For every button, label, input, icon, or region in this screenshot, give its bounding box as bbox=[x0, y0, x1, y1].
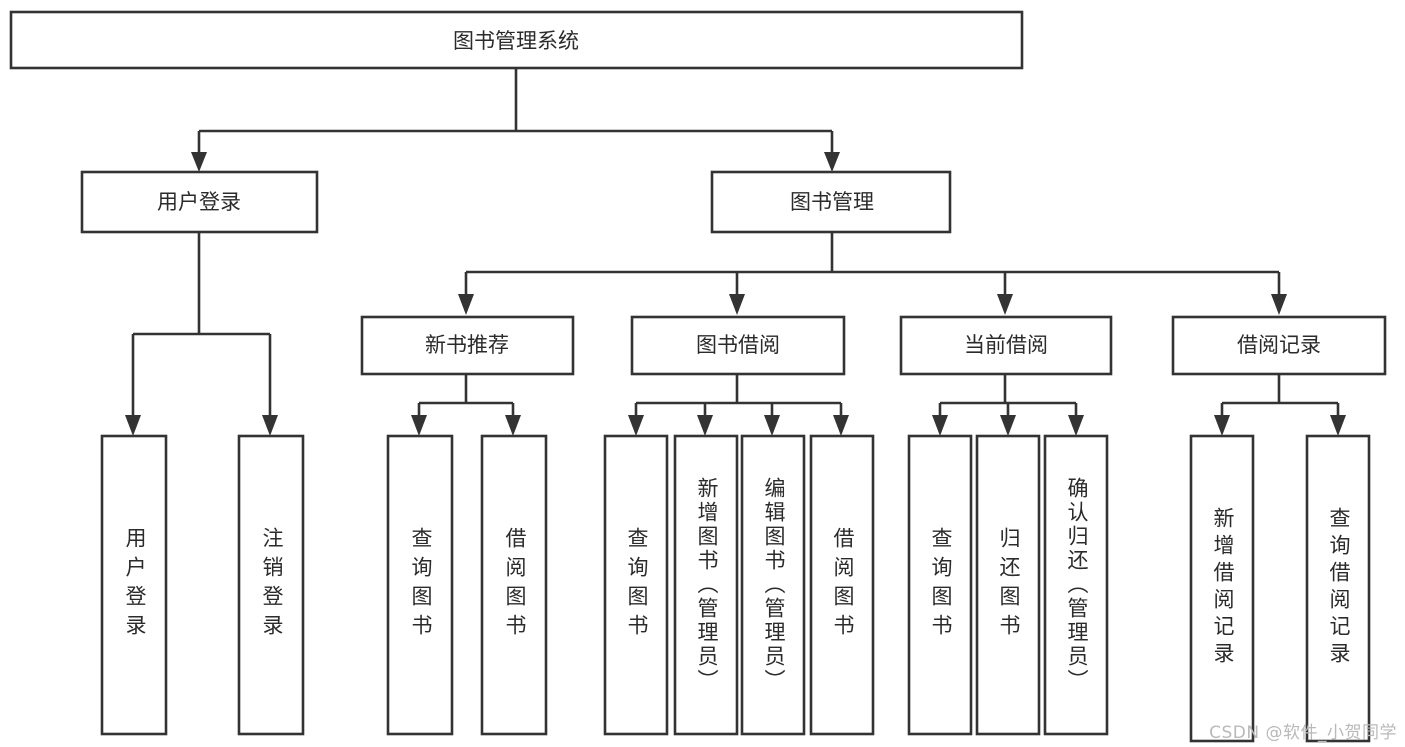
csdn-watermark: CSDN @软件_小贺同学 bbox=[1209, 723, 1397, 743]
leaf-user-login-1[interactable]: 用户登录 bbox=[100, 434, 168, 736]
arrow-user-login-leaf-1 bbox=[125, 415, 141, 436]
leaf-label: 查询图书 bbox=[929, 527, 953, 643]
arrow-book-mgmt-to-borrow-record bbox=[1271, 294, 1287, 315]
book-borrow-label: 图书借阅 bbox=[696, 333, 780, 357]
arrow-new-book-leaf-1 bbox=[411, 415, 427, 436]
leaf-box[interactable] bbox=[975, 434, 1041, 736]
leaf-box[interactable] bbox=[1043, 434, 1109, 736]
arrow-book-borrow-leaf-4 bbox=[833, 415, 849, 436]
node-user-login[interactable]: 用户登录 bbox=[80, 170, 319, 234]
leaf-box[interactable] bbox=[740, 434, 806, 736]
node-book-management[interactable]: 图书管理 bbox=[710, 170, 952, 234]
leaf-box[interactable] bbox=[386, 434, 454, 736]
borrow-record-label: 借阅记录 bbox=[1237, 333, 1321, 357]
leaf-current-confirm-return-admin[interactable]: 确认归还（管理员） bbox=[1043, 434, 1109, 736]
leaf-label: 查询借阅记录 bbox=[1327, 507, 1351, 669]
leaf-box[interactable] bbox=[603, 434, 669, 736]
leaf-book-edit-admin[interactable]: 编辑图书（管理员） bbox=[740, 434, 806, 736]
leaf-record-add[interactable]: 新增借阅记录 bbox=[1189, 434, 1255, 743]
arrow-root-to-user-login bbox=[191, 152, 207, 172]
arrow-root-to-book-mgmt bbox=[824, 152, 840, 172]
node-new-book-recommend[interactable]: 新书推荐 bbox=[360, 315, 575, 376]
book-borrow-box[interactable] bbox=[630, 315, 846, 376]
arrow-book-borrow-leaf-3 bbox=[764, 415, 780, 436]
arrow-book-borrow-leaf-1 bbox=[628, 415, 644, 436]
current-borrow-label: 当前借阅 bbox=[964, 333, 1048, 357]
leaf-box[interactable] bbox=[907, 434, 973, 736]
leaf-current-query[interactable]: 查询图书 bbox=[907, 434, 973, 736]
leaf-record-query[interactable]: 查询借阅记录 bbox=[1305, 434, 1371, 743]
leaf-box[interactable] bbox=[673, 434, 739, 736]
arrow-book-mgmt-to-current-borrow bbox=[997, 294, 1013, 315]
book-management-label: 图书管理 bbox=[790, 190, 874, 214]
node-root[interactable]: 图书管理系统 bbox=[9, 10, 1024, 70]
user-login-box[interactable] bbox=[80, 170, 319, 234]
leaf-label: 注销登录 bbox=[260, 527, 284, 643]
leaf-new-book-borrow[interactable]: 借阅图书 bbox=[480, 434, 548, 736]
leaf-label: 用户登录 bbox=[123, 527, 147, 643]
new-book-recommend-label: 新书推荐 bbox=[425, 333, 509, 357]
arrow-user-login-leaf-2 bbox=[262, 415, 278, 436]
leaf-new-book-query[interactable]: 查询图书 bbox=[386, 434, 454, 736]
arrow-current-borrow-leaf-1 bbox=[932, 415, 948, 436]
leaf-label: 借阅图书 bbox=[503, 527, 527, 643]
arrow-current-borrow-leaf-2 bbox=[1000, 415, 1016, 436]
arrow-book-mgmt-to-book-borrow bbox=[729, 294, 745, 315]
borrow-record-box[interactable] bbox=[1171, 315, 1387, 376]
leaf-label: 借阅图书 bbox=[831, 527, 855, 643]
leaf-box[interactable] bbox=[1305, 434, 1371, 743]
leaf-label: 确认归还（管理员） bbox=[1065, 477, 1089, 693]
root-box[interactable] bbox=[9, 10, 1024, 70]
arrow-book-mgmt-to-new-book bbox=[458, 294, 474, 315]
leaf-label: 新增借阅记录 bbox=[1211, 507, 1235, 669]
node-current-borrow[interactable]: 当前借阅 bbox=[899, 315, 1113, 376]
leaf-box[interactable] bbox=[237, 434, 305, 736]
leaf-label: 新增图书（管理员） bbox=[695, 477, 719, 693]
book-management-box[interactable] bbox=[710, 170, 952, 234]
leaf-label: 编辑图书（管理员） bbox=[762, 477, 786, 693]
arrow-borrow-record-leaf-2 bbox=[1330, 415, 1346, 436]
arrow-borrow-record-leaf-1 bbox=[1214, 415, 1230, 436]
arrow-new-book-leaf-2 bbox=[505, 415, 521, 436]
leaf-label: 查询图书 bbox=[409, 527, 433, 643]
arrow-book-borrow-leaf-2 bbox=[697, 415, 713, 436]
leaf-user-logout[interactable]: 注销登录 bbox=[237, 434, 305, 736]
leaf-label: 查询图书 bbox=[625, 527, 649, 643]
leaf-box[interactable] bbox=[1189, 434, 1255, 743]
arrow-current-borrow-leaf-3 bbox=[1068, 415, 1084, 436]
leaf-box[interactable] bbox=[480, 434, 548, 736]
leaf-book-borrow-action[interactable]: 借阅图书 bbox=[809, 434, 875, 736]
leaf-label: 归还图书 bbox=[997, 527, 1021, 643]
leaf-box[interactable] bbox=[100, 434, 168, 736]
new-book-recommend-box[interactable] bbox=[360, 315, 575, 376]
node-book-borrow[interactable]: 图书借阅 bbox=[630, 315, 846, 376]
current-borrow-box[interactable] bbox=[899, 315, 1113, 376]
leaf-book-add-admin[interactable]: 新增图书（管理员） bbox=[673, 434, 739, 736]
user-login-label: 用户登录 bbox=[157, 190, 241, 214]
connectors-group bbox=[125, 68, 1346, 436]
leaf-book-borrow-query[interactable]: 查询图书 bbox=[603, 434, 669, 736]
node-borrow-record[interactable]: 借阅记录 bbox=[1171, 315, 1387, 376]
leaf-current-return[interactable]: 归还图书 bbox=[975, 434, 1041, 736]
leaf-box[interactable] bbox=[809, 434, 875, 736]
root-label: 图书管理系统 bbox=[453, 29, 579, 53]
